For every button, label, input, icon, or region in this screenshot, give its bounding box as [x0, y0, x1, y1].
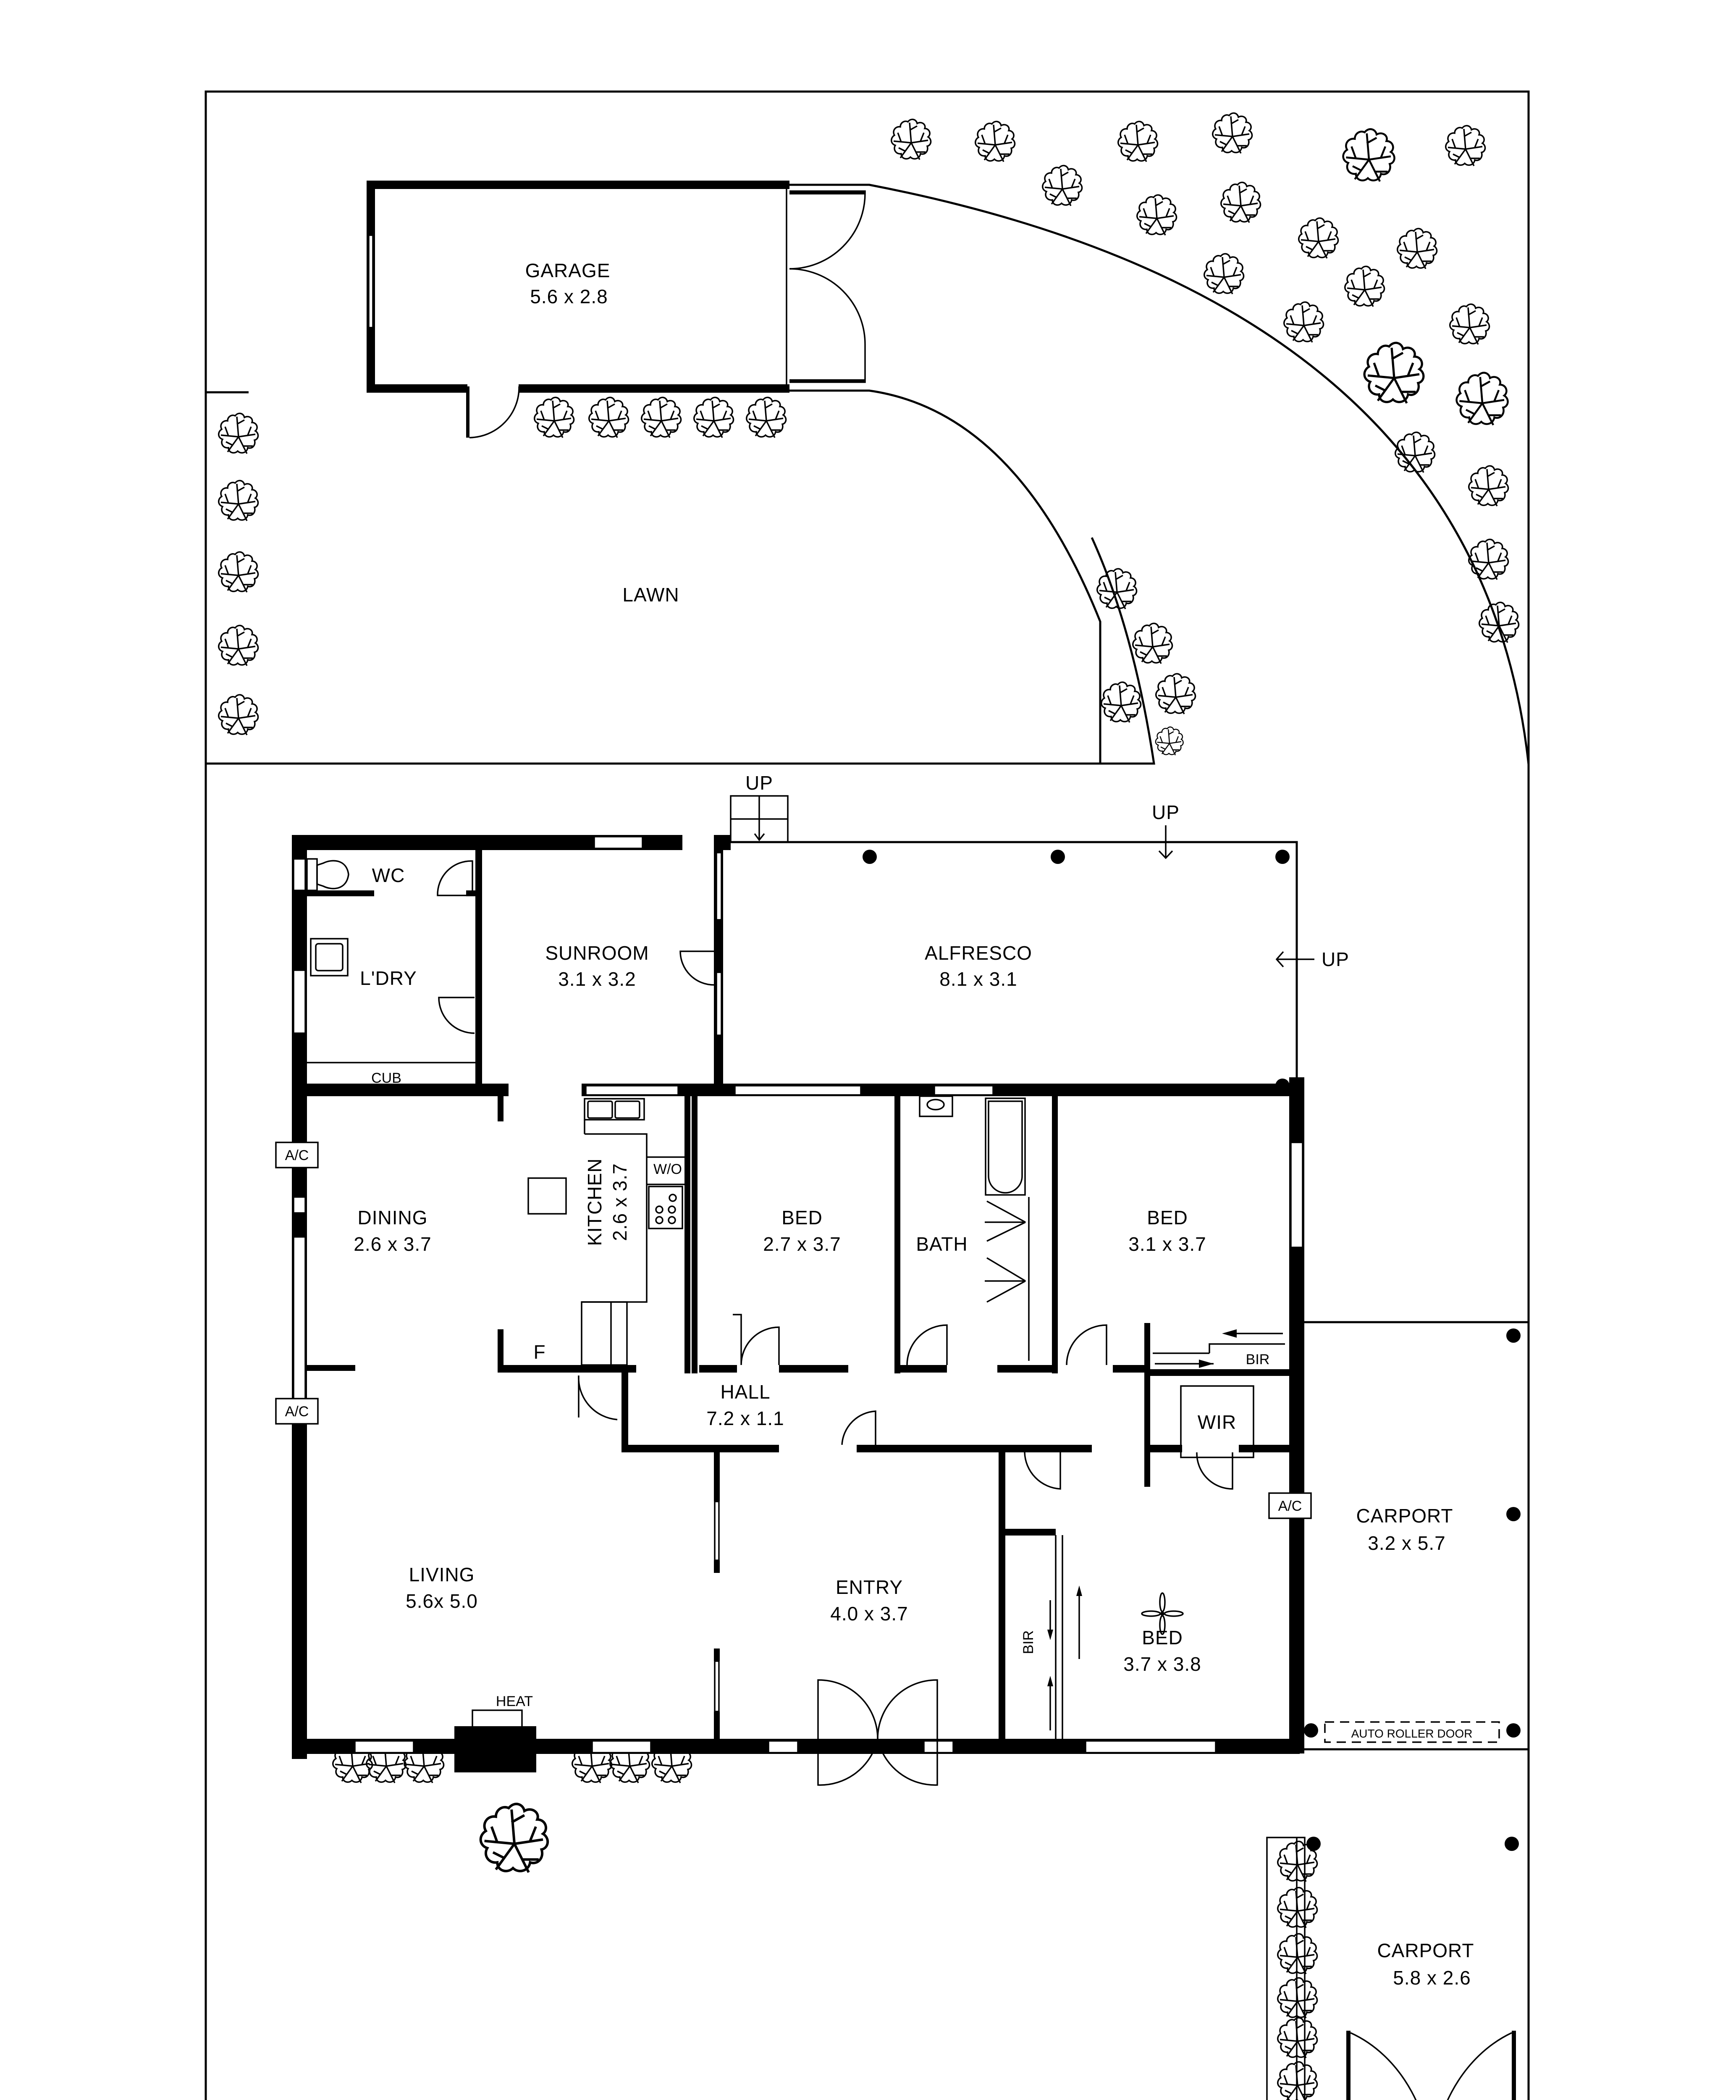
bed2-label: BED — [781, 1207, 823, 1228]
wall-oven-label: W/O — [653, 1161, 682, 1177]
garage-size: 5.6 x 2.8 — [530, 286, 608, 307]
site-boundary — [205, 90, 1530, 2100]
bed1-size: 3.7 x 3.8 — [1123, 1653, 1201, 1675]
entry-size: 4.0 x 3.7 — [830, 1603, 908, 1625]
up-label-right: UP — [1322, 948, 1349, 970]
ac-units: A/C A/C A/C — [275, 1142, 1312, 1519]
windows — [293, 836, 1303, 1754]
garage-window — [368, 234, 374, 328]
kitchen-label: KITCHEN — [584, 1158, 606, 1246]
dining-size: 2.6 x 3.7 — [354, 1233, 431, 1255]
doors — [437, 860, 1285, 1786]
sunroom-label: SUNROOM — [545, 942, 649, 964]
garage-door-left — [789, 190, 866, 270]
hall-label: HALL — [720, 1381, 770, 1403]
carport-lower-label: CARPORT — [1377, 1940, 1474, 1961]
driveway-curves — [789, 184, 1530, 765]
living-size: 5.6x 5.0 — [406, 1590, 478, 1612]
garage: GARAGE 5.6 x 2.8 — [367, 181, 866, 438]
carport-lower-size: 5.8 x 2.6 — [1393, 1967, 1471, 1989]
up-label-top: UP — [1152, 801, 1180, 823]
wir-label: WIR — [1198, 1411, 1236, 1433]
carport-upper: AUTO ROLLER DOOR CARPORT 3.2 x 5.7 — [1304, 1328, 1521, 1743]
entry-label: ENTRY — [836, 1576, 903, 1598]
hall-size: 7.2 x 1.1 — [706, 1407, 784, 1429]
ac-label-living: A/C — [285, 1404, 309, 1420]
garage-door-right — [789, 268, 866, 383]
ceiling-fan-icon — [1141, 1592, 1184, 1635]
alfresco-size: 8.1 x 3.1 — [939, 968, 1017, 990]
ac-label-bed: A/C — [1278, 1498, 1302, 1514]
heat-label: HEAT — [496, 1693, 533, 1709]
cub-label: CUB — [371, 1070, 401, 1086]
laundry-label: L'DRY — [360, 967, 417, 989]
garden-trees — [218, 112, 1520, 2100]
bir-lower-label: BIR — [1020, 1630, 1036, 1654]
bed2-size: 2.7 x 3.7 — [763, 1233, 841, 1255]
sunroom-size: 3.1 x 3.2 — [558, 968, 636, 990]
carport-upper-label: CARPORT — [1356, 1505, 1453, 1527]
lawn-label: LAWN — [622, 584, 679, 606]
room-labels: WC L'DRY CUB SUNROOM 3.1 x 3.2 DINING 2.… — [354, 864, 1269, 1709]
up-label-steps: UP — [745, 772, 773, 794]
alfresco-label: ALFRESCO — [925, 942, 1032, 964]
living-label: LIVING — [409, 1564, 475, 1586]
ac-label-dining: A/C — [285, 1147, 309, 1163]
fridge-label: F — [533, 1341, 545, 1363]
auto-roller-door-label: AUTO ROLLER DOOR — [1351, 1727, 1473, 1740]
alfresco: UP UP UP ALFRESCO 8.1 x 3.1 — [715, 772, 1349, 1093]
dining-label: DINING — [358, 1207, 428, 1228]
kitchen-size: 2.6 x 3.7 — [609, 1163, 631, 1241]
fixtures — [306, 858, 1184, 1635]
bir-upper-label: BIR — [1246, 1352, 1270, 1368]
carport-lower: AUTO GATE CARPORT 5.8 x 2.6 — [1266, 1837, 1519, 2100]
garage-label: GARAGE — [525, 260, 611, 281]
bed1-label: BED — [1142, 1627, 1183, 1648]
carport-upper-size: 3.2 x 5.7 — [1368, 1532, 1445, 1554]
bath-label: BATH — [916, 1233, 968, 1255]
bed3-label: BED — [1147, 1207, 1188, 1228]
bed3-size: 3.1 x 3.7 — [1128, 1233, 1206, 1255]
wc-label: WC — [372, 864, 405, 886]
